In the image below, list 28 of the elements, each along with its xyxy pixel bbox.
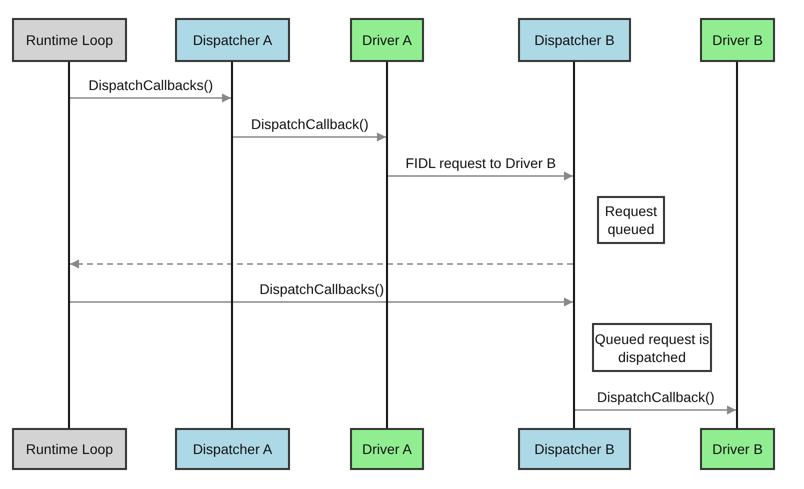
participant-box: Driver B	[700, 428, 775, 470]
lifeline	[231, 62, 233, 428]
participant-box: Driver B	[700, 18, 775, 62]
participant-box: Runtime Loop	[12, 428, 127, 470]
message-arrow	[233, 132, 386, 142]
participant-box: Dispatcher A	[175, 18, 290, 62]
message-label: DispatchCallbacks()	[86, 77, 215, 93]
lifeline	[386, 62, 388, 428]
note-box: Queued request is dispatched	[592, 323, 712, 372]
participant-box: Dispatcher B	[518, 428, 631, 470]
lifeline	[68, 62, 70, 428]
participant-box: Dispatcher A	[175, 428, 290, 470]
lifeline	[573, 62, 575, 428]
participant-box: Driver A	[350, 428, 424, 470]
lifeline	[736, 62, 738, 428]
note-box: Request queued	[597, 196, 665, 244]
message-arrow	[388, 172, 573, 180]
message-arrow	[70, 94, 231, 102]
message-arrow	[70, 260, 573, 268]
participant-box: Driver A	[350, 18, 424, 62]
message-label: DispatchCallback()	[595, 389, 716, 405]
message-arrow	[575, 406, 736, 414]
participant-box: Runtime Loop	[12, 18, 127, 62]
message-label: FIDL request to Driver B	[404, 155, 558, 171]
message-label: DispatchCallbacks()	[258, 281, 386, 297]
participant-box: Dispatcher B	[518, 18, 631, 62]
message-arrow	[70, 298, 573, 306]
message-label: DispatchCallback()	[249, 116, 370, 132]
